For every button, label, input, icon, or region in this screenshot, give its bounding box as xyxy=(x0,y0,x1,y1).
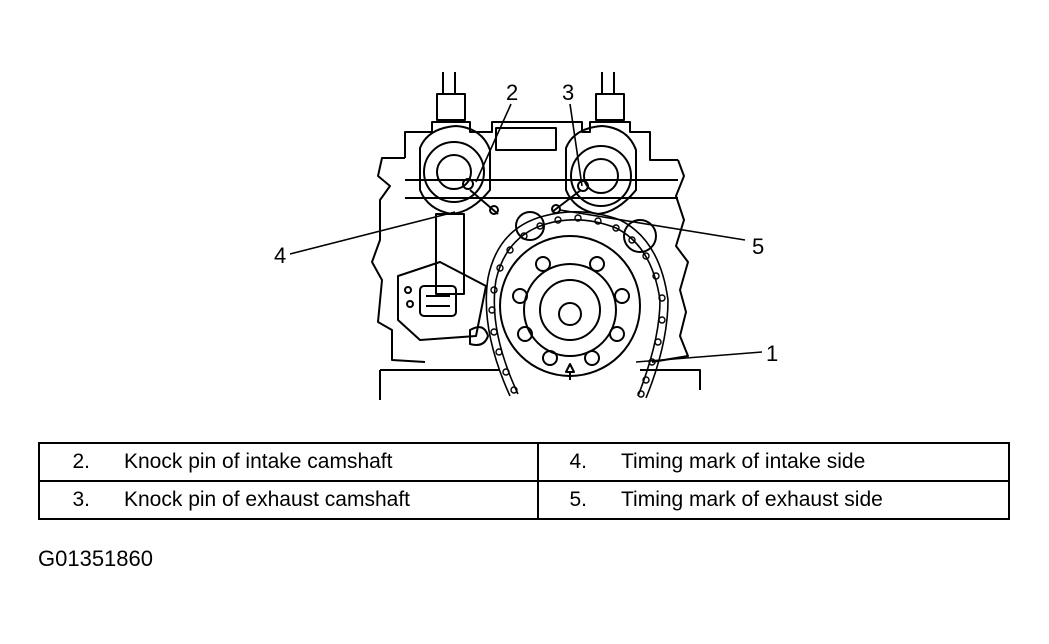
head-cover-block xyxy=(495,127,557,151)
legend-row: 3. Knock pin of exhaust camshaft 5. Timing… xyxy=(38,480,1011,520)
idler-left xyxy=(515,211,545,241)
legend-table: 2. Knock pin of intake camshaft 4. Timing … xyxy=(38,442,1011,520)
legend-text: Timing mark of intake side xyxy=(620,450,866,473)
legend-text: Knock pin of exhaust camshaft xyxy=(124,488,410,511)
callout-4: 4 xyxy=(274,243,286,268)
exhaust-cam-hub xyxy=(551,125,637,215)
legend-number: 4. xyxy=(569,450,587,473)
timing-chain xyxy=(485,211,669,399)
legend-text: Knock pin of intake camshaft xyxy=(124,450,393,473)
lower-block-outline xyxy=(379,369,701,400)
crank-sprocket xyxy=(499,235,641,380)
legend-cell: 3. Knock pin of exhaust camshaft xyxy=(38,480,539,520)
idler-right xyxy=(623,219,657,253)
leader-lines xyxy=(289,103,763,363)
legend-number: 2. xyxy=(72,450,90,473)
engine-drawing xyxy=(289,72,763,400)
callout-5: 5 xyxy=(752,234,764,259)
legend-cell: 2. Knock pin of intake camshaft xyxy=(38,442,539,482)
callout-2: 2 xyxy=(506,80,518,105)
legend-text: Timing mark of exhaust side xyxy=(620,488,883,511)
camshaft-stems xyxy=(436,72,625,121)
cylinder-head-outline xyxy=(371,121,689,363)
callout-1: 1 xyxy=(766,341,778,366)
legend-cell: 5. Timing mark of exhaust side xyxy=(536,480,1011,520)
engine-timing-diagram: 1 2 3 4 5 xyxy=(274,72,778,400)
legend-number: 3. xyxy=(72,488,90,511)
callout-3: 3 xyxy=(562,80,574,105)
figure-code: G01351860 xyxy=(38,546,153,571)
intake-cam-hub xyxy=(419,125,499,215)
legend-number: 5. xyxy=(569,488,587,511)
legend-row: 2. Knock pin of intake camshaft 4. Timing … xyxy=(38,442,1011,482)
chain-tensioner xyxy=(397,213,489,346)
legend-cell: 4. Timing mark of intake side xyxy=(536,442,1011,482)
timing-chain-links xyxy=(488,214,666,398)
